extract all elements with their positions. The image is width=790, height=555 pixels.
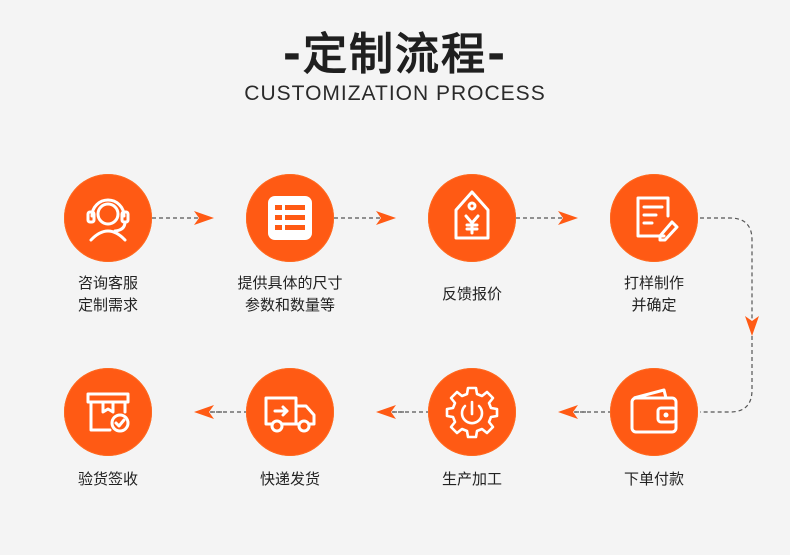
step-8-label: 验货签收 [77,470,138,488]
step-6-label: 生产加工 [441,470,502,488]
step-6-production [428,368,516,456]
step-3-label: 反馈报价 [441,285,502,303]
price-tag-icon [454,190,490,240]
arrow-left-icon [194,405,214,419]
arrow-down-icon [745,316,759,336]
page-title: -定制流程- [282,29,508,80]
arrow-left-icon [558,405,578,419]
arrow-left-icon [376,405,396,419]
delivery-truck-icon [264,396,316,433]
gear-production-icon [445,386,499,439]
spec-sheet-icon [268,196,312,240]
step-3-quote [428,174,516,262]
step-2-label: 提供具体的尺寸 参数和数量等 [237,274,343,314]
step-2-specs [246,174,334,262]
arrow-right-icon [558,211,578,225]
arrow-right-icon [194,211,214,225]
step-4-sample [610,174,698,262]
step-7-label: 快递发货 [259,470,320,488]
step-7-shipping [246,368,334,456]
step-1-label: 咨询客服 定制需求 [77,274,138,314]
step-4-label: 打样制作 并确定 [623,274,684,314]
wallet-icon [630,388,678,434]
connector-4-5-top [700,217,753,319]
connector-4-5-bottom [700,336,753,413]
arrow-right-icon [376,211,396,225]
package-check-icon [86,392,130,433]
step-5-label: 下单付款 [623,470,684,488]
step-1-customer-service [64,174,152,262]
customer-service-headset-icon [86,198,130,242]
page-subtitle: CUSTOMIZATION PROCESS [244,82,546,105]
step-8-inspection [64,368,152,456]
step-5-payment [610,368,698,456]
sample-document-edit-icon [636,196,679,242]
